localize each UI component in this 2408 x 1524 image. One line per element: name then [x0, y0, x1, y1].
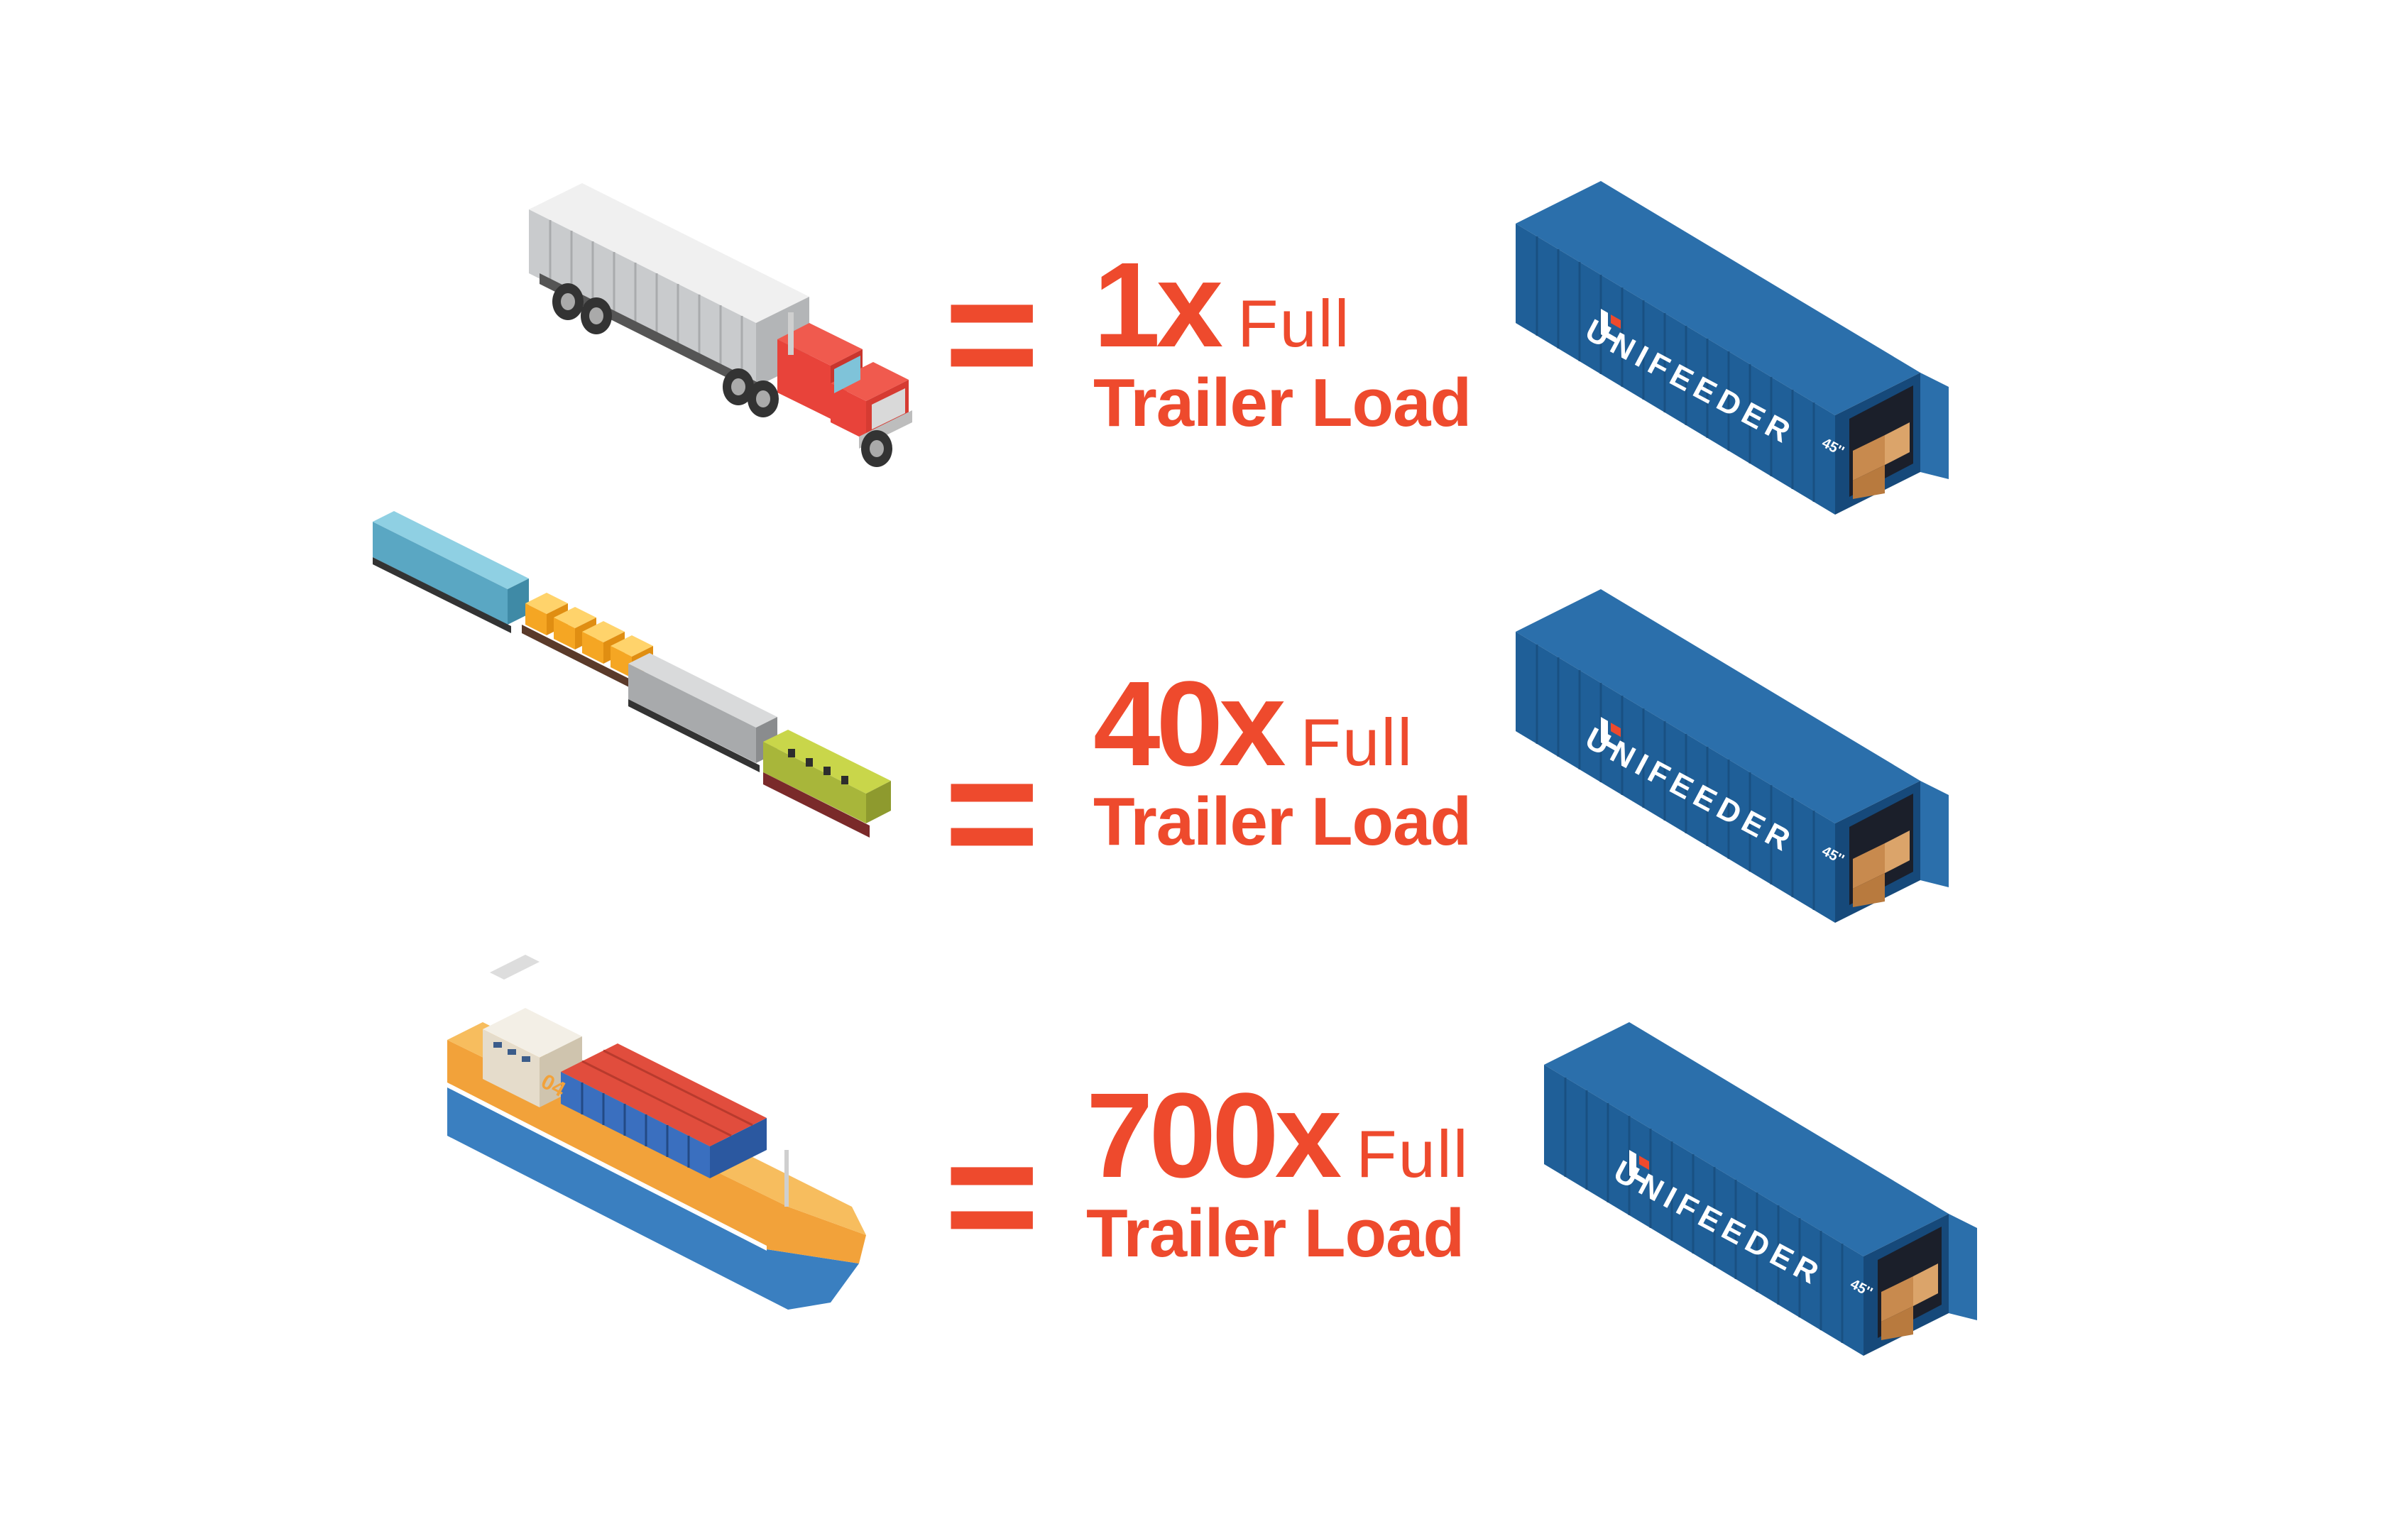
full-label-3: Full [1356, 1117, 1470, 1191]
container-illustration-1 [1514, 180, 1950, 516]
equals-sign-2: = [944, 721, 1039, 904]
multiplier-1: 1x [1093, 238, 1223, 373]
trailer-load-label-3: Trailer Load [1086, 1195, 1465, 1271]
truck-illustration [529, 183, 912, 467]
trailer-load-label-1: Trailer Load [1093, 365, 1472, 441]
container-illustration-2 [1514, 588, 1950, 924]
equals-sign-3: = [944, 1104, 1039, 1287]
container-illustration-3 [1543, 1021, 1979, 1357]
train-illustration [373, 511, 891, 838]
ship-illustration [447, 955, 866, 1310]
full-label-1: Full [1237, 286, 1351, 361]
trailer-load-label-2: Trailer Load [1093, 784, 1472, 860]
multiplier-2: 40x [1093, 657, 1286, 791]
equals-sign-1: = [944, 242, 1039, 424]
full-label-2: Full [1300, 705, 1414, 779]
multiplier-3: 700x [1086, 1068, 1342, 1203]
